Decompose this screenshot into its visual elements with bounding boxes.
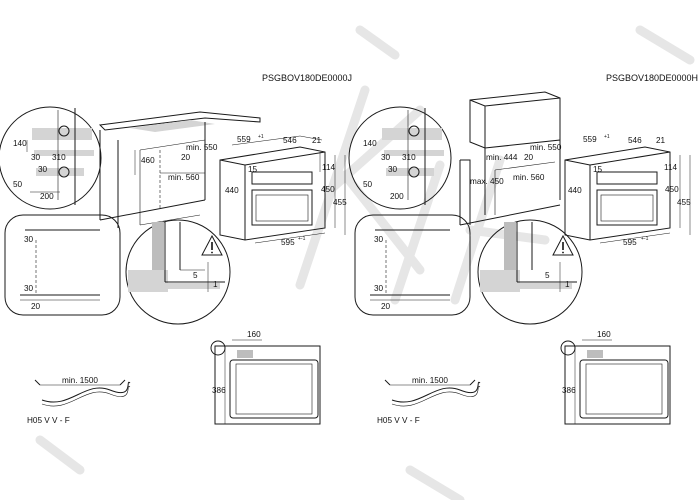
dim-min550: min. 550 [186, 143, 218, 152]
dim-140-r: 140 [363, 139, 377, 148]
dim-20-r: 20 [524, 153, 534, 162]
dim-559: 559 [237, 135, 251, 144]
dim-50: 50 [13, 180, 23, 189]
dim-140: 140 [13, 139, 27, 148]
side-view-left: 30 30 20 [4, 214, 121, 316]
oven-drawing-right: 559 +1 546 21 15 114 440 450 455 595 +-1 [564, 134, 691, 247]
socket-160-right: 160 [597, 330, 611, 339]
warning-icon-right [552, 234, 574, 256]
dim-310-r: 310 [402, 153, 416, 162]
dim-side-30: 30 [24, 235, 34, 244]
dim-559-r: 559 [583, 135, 597, 144]
detail-circle-top-right: 140 30 310 50 30 200 [348, 106, 452, 210]
dim-side-30b-r: 30 [374, 284, 384, 293]
gap-detail-right: 5 1 [477, 219, 583, 325]
oven-drawing-left: 559 +1 546 21 15 114 440 450 455 595 +-1 [219, 134, 347, 247]
model-code-right: PSGBOV180DE0000H [606, 73, 698, 83]
dim-max450: max. 450 [470, 177, 504, 186]
dim-595-tol: +-1 [298, 236, 306, 242]
dim-side-20-r: 20 [381, 302, 391, 311]
dim-50-r: 50 [363, 180, 373, 189]
dim-595-tol-r: +-1 [641, 236, 649, 242]
gap-1: 1 [213, 280, 218, 289]
socket-view-left: 160 386 [210, 330, 321, 425]
detail-circle-top-left: 140 30 310 50 30 200 [0, 106, 102, 210]
dim-450-r: 450 [665, 185, 679, 194]
dim-546: 546 [283, 136, 297, 145]
cable-drawing-right: min. 1500 H05 V V - F [377, 376, 481, 425]
dim-200-r: 200 [390, 192, 404, 201]
dim-21-r: 21 [656, 136, 666, 145]
cable-length-left: min. 1500 [62, 376, 98, 385]
dim-side-30-r: 30 [374, 235, 384, 244]
dim-21: 21 [312, 136, 322, 145]
cable-type-right: H05 V V - F [377, 416, 420, 425]
dim-440: 440 [225, 186, 239, 195]
model-code-left: PSGBOV180DE0000J [262, 73, 352, 83]
socket-160-left: 160 [247, 330, 261, 339]
gap-5: 5 [193, 271, 198, 280]
dim-15-r: 15 [593, 165, 603, 174]
cable-drawing-left: min. 1500 H05 V V - F [27, 376, 131, 425]
dim-min560-r: min. 560 [513, 173, 545, 182]
gap-detail-left: 5 1 [125, 219, 231, 325]
dim-450: 450 [321, 185, 335, 194]
dim-559-tol-r: +1 [604, 134, 610, 140]
dim-30-r: 30 [381, 153, 391, 162]
dim-455-r: 455 [677, 198, 691, 207]
dim-min444: min. 444 [486, 153, 518, 162]
socket-view-right: 160 386 [560, 330, 671, 425]
dim-min550-r: min. 550 [530, 143, 562, 152]
cabinet-drawing-left: 460 min. 550 20 min. 560 [98, 111, 261, 228]
side-view-right: 30 30 20 [354, 214, 471, 316]
cable-length-right: min. 1500 [412, 376, 448, 385]
dim-114-r: 114 [664, 163, 677, 172]
dim-min560: min. 560 [168, 173, 200, 182]
dim-side-20: 20 [31, 302, 41, 311]
dim-559-tol: +1 [258, 134, 264, 140]
socket-386-right: 386 [562, 386, 576, 395]
dim-440-r: 440 [568, 186, 582, 195]
gap-1-r: 1 [565, 280, 570, 289]
watermark [35, 25, 695, 500]
dim-30b-r: 30 [388, 165, 398, 174]
dim-595: 595 [281, 238, 295, 247]
dim-595-r: 595 [623, 238, 637, 247]
warning-icon [201, 234, 223, 256]
dim-15: 15 [248, 165, 258, 174]
dim-20: 20 [181, 153, 191, 162]
dim-side-30b: 30 [24, 284, 34, 293]
dim-30b: 30 [38, 165, 48, 174]
dim-114: 114 [322, 163, 335, 172]
cable-type-left: H05 V V - F [27, 416, 70, 425]
dim-460: 460 [141, 156, 155, 165]
dim-310: 310 [52, 153, 66, 162]
dim-200: 200 [40, 192, 54, 201]
cabinet-drawing-right: min. 444 min. 550 20 max. 450 min. 560 [459, 91, 562, 226]
dim-30: 30 [31, 153, 41, 162]
dim-455: 455 [333, 198, 347, 207]
dim-546-r: 546 [628, 136, 642, 145]
gap-5-r: 5 [545, 271, 550, 280]
socket-386-left: 386 [212, 386, 226, 395]
